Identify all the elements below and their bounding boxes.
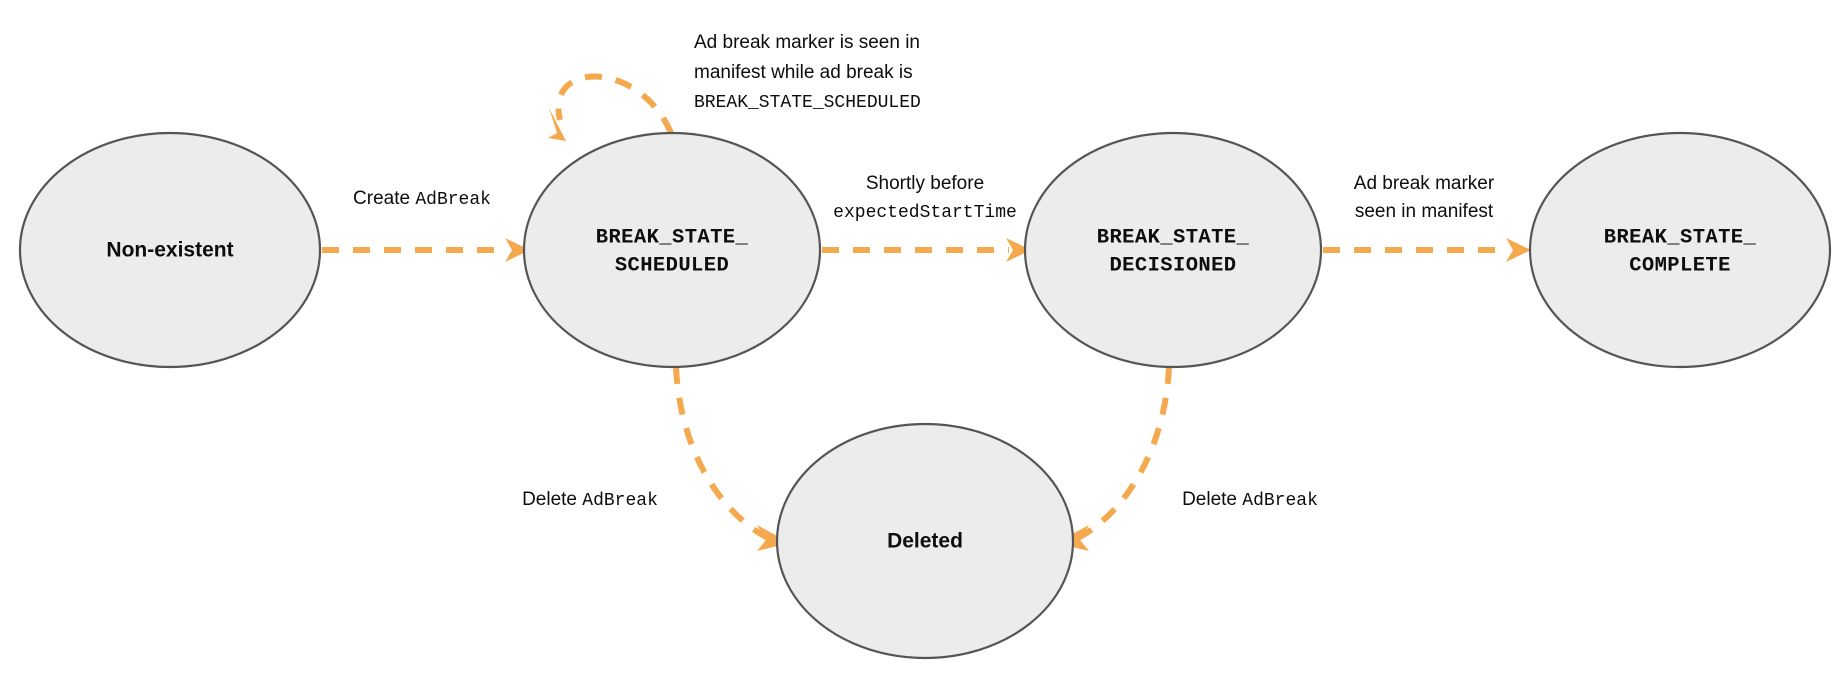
node-break-state-scheduled-label-line2: SCHEDULED xyxy=(615,254,729,277)
node-deleted-label: Deleted xyxy=(887,530,963,553)
node-break-state-decisioned-label-line2: DECISIONED xyxy=(1109,254,1236,277)
edge-delete-adbreak-from-decisioned[interactable] xyxy=(1056,366,1172,551)
edge-label-expected-start-time: expectedStartTime xyxy=(833,203,1017,223)
node-deleted[interactable]: Deleted xyxy=(775,422,1075,660)
node-break-state-scheduled[interactable]: BREAK_STATE_ SCHEDULED xyxy=(522,131,822,369)
edge-label-delete-right-mono: AdBreak xyxy=(1242,491,1318,511)
edge-label-create-mono: AdBreak xyxy=(415,190,491,210)
edge-label-create-prefix: Create xyxy=(353,188,415,209)
edge-label-create-adbreak: Create AdBreak xyxy=(353,188,491,210)
edge-label-marker-line2: seen in manifest xyxy=(1355,201,1494,222)
annotation-line-1: Ad break marker is seen in xyxy=(694,32,920,53)
edge-ad-break-marker-seen-in-manifest[interactable] xyxy=(1323,238,1531,262)
node-break-state-complete[interactable]: BREAK_STATE_ COMPLETE xyxy=(1528,131,1832,369)
edge-label-shortly-before-expected-start-time: Shortly before expectedStartTime xyxy=(833,173,1017,223)
edge-label-ad-break-marker-seen-in-manifest: Ad break marker seen in manifest xyxy=(1354,173,1495,222)
edge-label-shortly-before: Shortly before xyxy=(866,173,984,194)
edge-label-delete-adbreak-left: Delete AdBreak xyxy=(522,489,658,511)
edge-label-marker-line1: Ad break marker xyxy=(1354,173,1495,194)
edge-self-loop-scheduled[interactable] xyxy=(548,73,674,141)
node-break-state-decisioned-label-line1: BREAK_STATE_ xyxy=(1097,226,1250,249)
annotation-self-loop-scheduled: Ad break marker is seen in manifest whil… xyxy=(694,32,921,113)
edge-create-adbreak[interactable] xyxy=(322,238,530,262)
node-break-state-complete-label-line1: BREAK_STATE_ xyxy=(1604,226,1757,249)
svg-text:Create AdBreak: Create AdBreak xyxy=(353,188,491,210)
node-break-state-decisioned[interactable]: BREAK_STATE_ DECISIONED xyxy=(1023,131,1323,369)
edge-label-delete-right-prefix: Delete xyxy=(1182,489,1242,510)
edge-delete-adbreak-from-scheduled[interactable] xyxy=(673,366,790,551)
node-break-state-scheduled-label-line1: BREAK_STATE_ xyxy=(596,226,749,249)
node-non-existent[interactable]: Non-existent xyxy=(18,131,322,369)
annotation-line-2: manifest while ad break is xyxy=(694,62,913,83)
node-break-state-complete-label-line2: COMPLETE xyxy=(1629,254,1731,277)
edge-label-delete-left-prefix: Delete xyxy=(522,489,582,510)
svg-text:Delete AdBreak: Delete AdBreak xyxy=(522,489,658,511)
edge-label-delete-left-mono: AdBreak xyxy=(582,491,658,511)
svg-text:Delete AdBreak: Delete AdBreak xyxy=(1182,489,1318,511)
annotation-line-3: BREAK_STATE_SCHEDULED xyxy=(694,93,921,113)
edge-shortly-before-expected-start-time[interactable] xyxy=(822,238,1031,262)
edge-label-delete-adbreak-right: Delete AdBreak xyxy=(1182,489,1318,511)
node-non-existent-label: Non-existent xyxy=(106,239,233,262)
